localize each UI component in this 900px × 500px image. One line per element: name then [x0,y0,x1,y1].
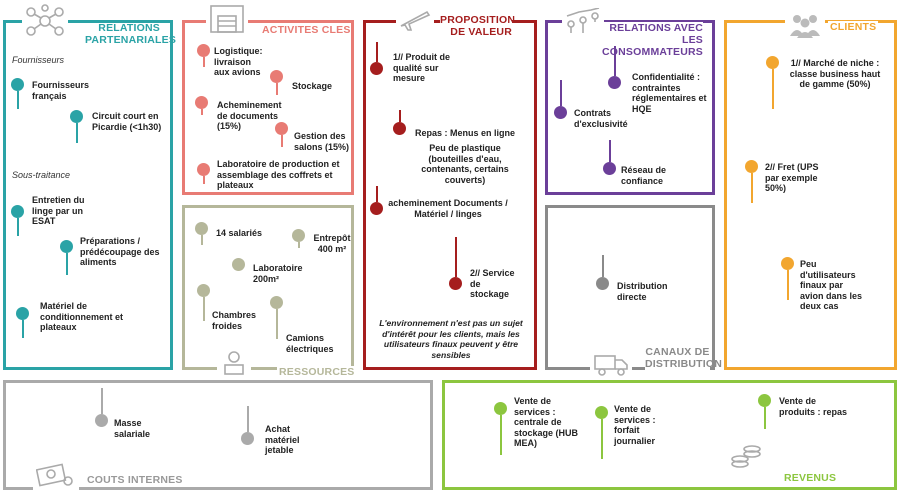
clients-item-3: Peu d'utilisateurs finaux par avion dans… [800,259,863,311]
resources-title: RESSOURCES [277,366,357,378]
partners-pin-5 [16,307,30,338]
resources-box [182,205,354,370]
activities-pin-3 [195,96,209,115]
clients-pin-2 [745,160,759,203]
clients-item-2: 2// Fret (UPS par exemple 50%) [765,162,819,193]
partners-item-3: Entretien du linge par un ESAT [32,195,85,226]
costs-item-2: Achat matériel jetable [265,424,300,455]
revenue-pin-1 [494,402,508,455]
revenue-pin-3 [758,394,772,429]
resources-pin-1 [195,222,209,245]
clients-pin-1 [766,56,780,109]
clients-title: CLIENTS [828,21,879,33]
partners-pin-2 [70,110,84,143]
partners-sub-soustraitance: Sous-traitance [12,170,71,180]
partners-box [3,20,173,370]
activities-item-5: Laboratoire de production et assemblage … [217,159,340,190]
partners-pin-1 [11,78,25,109]
relations-item-1: Confidentialité : contraintes réglementa… [632,72,707,114]
revenue-box [442,380,897,490]
network-icon [22,4,68,43]
value-box [363,20,537,370]
value-item-2b: Peu de plastique (bouteilles d'eau, cont… [421,143,509,185]
activities-pin-2 [270,70,284,95]
revenue-pin-2 [595,406,609,459]
warehouse-icon [206,4,248,39]
resources-item-1: 14 salariés [216,228,263,238]
resources-item-5: Camions électriques [286,333,334,354]
value-pin-4 [449,237,463,290]
revenue-item-2: Vente de services : forfait journalier [614,404,656,446]
partners-item-2: Circuit court en Picardie (<1h30) [92,111,162,132]
resources-pin-4 [197,284,211,321]
value-pin-2 [393,110,407,135]
clients-item-1: 1// Marché de niche : classe business ha… [789,58,881,89]
revenue-item-1: Vente de services : centrale de stockage… [514,396,579,448]
resources-pin-2 [292,229,306,248]
value-pin-1 [370,42,384,75]
partners-item-5: Matériel de conditionnement et plateaux [40,301,123,332]
resources-pin-3 [232,258,246,271]
costs-title: COUTS INTERNES [85,474,185,486]
channels-box [545,205,715,370]
partners-title: RELATIONS PARTENARIALES [85,22,177,46]
value-item-4: 2// Service de stockage [470,268,515,299]
clients-box [724,20,897,370]
partners-item-4: Préparations / prédécoupage des aliments [80,236,160,267]
cash-icon [33,461,79,492]
group-icon [785,12,825,43]
resources-pin-5 [270,296,284,339]
resources-item-4: Chambres froides [212,310,257,331]
person-laptop-icon [217,350,251,381]
activities-pin-4 [275,122,289,147]
activities-item-1: Logistique: livraison aux avions [214,46,263,77]
partners-sub-fournisseurs: Fournisseurs [12,55,65,65]
value-item-3: acheminement Documents / Matériel / ling… [388,198,508,219]
value-pin-3 [370,186,384,215]
relations-pin-3 [603,140,617,175]
channels-item-1: Distribution directe [617,281,668,302]
value-item-1: 1// Produit de qualité sur mesure [393,52,451,83]
value-item-2: Repas : Menus en ligne [415,128,516,138]
activities-box [182,20,354,195]
relations-pin-2 [554,80,568,119]
value-title: PROPOSITION DE VALEUR [440,14,516,38]
channels-title: CANAUX DE DISTRIBUTION [645,346,723,370]
activities-item-3: Acheminement de documents (15%) [217,100,282,131]
activities-pin-5 [197,163,211,184]
relations-pin-1 [608,46,622,89]
resources-item-2: Entrepôt 400 m² [313,233,351,254]
activities-title: ACTIVITES CLES [262,24,351,36]
activities-item-4: Gestion des salons (15%) [294,131,350,152]
value-note: L'environnement n'est pas un sujet d'int… [379,318,523,360]
coins-icon [727,444,765,475]
partners-item-1: Fournisseurs français [32,80,90,101]
costs-pin-1 [95,388,109,427]
clients-pin-3 [781,257,795,300]
activities-pin-1 [197,44,211,67]
resources-item-3: Laboratoire 200m² [253,263,303,284]
relations-title: RELATIONS AVEC LES CONSOMMATEURS [593,22,703,58]
airplane-icon [396,8,434,37]
revenue-item-3: Vente de produits : repas [779,396,848,417]
costs-pin-2 [241,406,255,445]
relations-item-2: Contrats d'exclusivité [574,108,628,129]
truck-icon [590,352,632,381]
partners-pin-4 [60,240,74,275]
revenue-title: REVENUS [782,472,839,484]
channels-pin-1 [596,255,610,290]
partners-pin-3 [11,205,25,236]
costs-item-1: Masse salariale [114,418,151,439]
activities-item-2: Stockage [292,81,333,91]
relations-item-3: Réseau de confiance [621,165,667,186]
